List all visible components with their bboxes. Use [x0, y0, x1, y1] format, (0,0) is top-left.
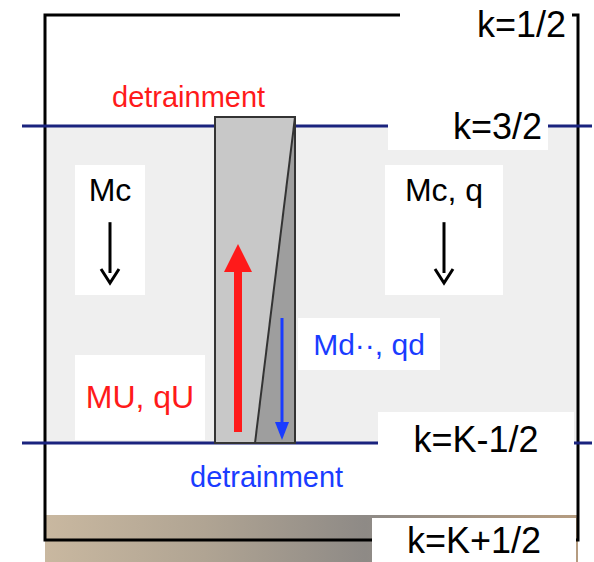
level-label: k=1/2	[400, 2, 572, 48]
level-label: k=K+1/2	[372, 518, 576, 562]
node-text: k=K-1/2	[413, 420, 538, 460]
layer-fill	[45, 126, 578, 443]
updraft-arrow	[234, 270, 242, 432]
node-text: Mc, q	[405, 173, 483, 208]
downdraft-arrowhead	[275, 422, 289, 440]
flux-label: Mc, q	[385, 165, 503, 295]
node-text: k=3/2	[453, 107, 542, 147]
divider-line	[255, 117, 295, 443]
flux-label: Mc	[75, 165, 145, 295]
level-label: k=3/2	[388, 104, 548, 150]
node-text: k=1/2	[477, 5, 566, 45]
downdraft-label: Md··, qd	[298, 318, 440, 370]
updraft-label: MU, qU	[75, 355, 205, 440]
node-text: MU, qU	[86, 380, 194, 415]
node-text: Md··, qd	[313, 328, 425, 361]
updraft-outline	[215, 117, 295, 443]
node-text: Mc	[89, 173, 132, 208]
level-label: k=K-1/2	[378, 412, 574, 468]
detrainment-label: detrainment	[190, 462, 343, 494]
domain-frame	[45, 15, 578, 540]
updraft-column	[215, 117, 295, 443]
downdraft-region	[255, 117, 295, 443]
updraft-arrowhead	[224, 244, 252, 272]
downdraft-arrow	[281, 318, 284, 425]
node-text: k=K+1/2	[407, 521, 541, 561]
detrainment-label: detrainment	[112, 82, 265, 114]
